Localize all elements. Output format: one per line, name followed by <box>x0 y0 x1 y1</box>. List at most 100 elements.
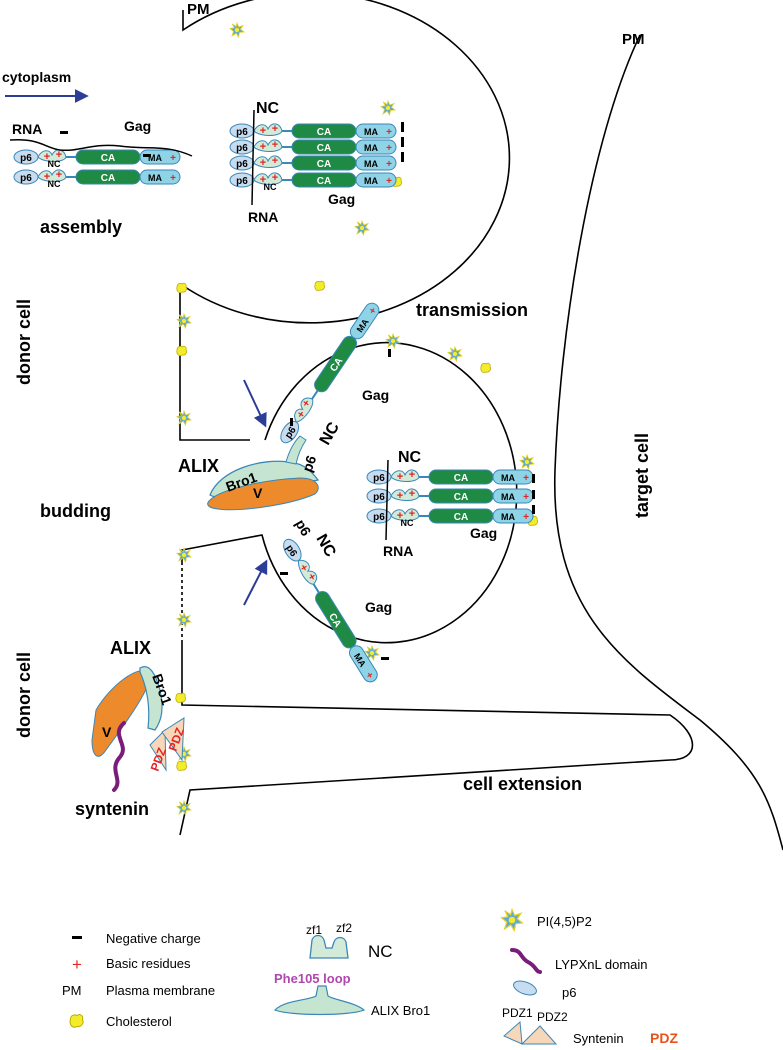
nc-label-bud-top: NC <box>317 419 343 448</box>
rna-label-top: RNA <box>248 209 278 225</box>
pdz-domain-1 <box>149 728 167 772</box>
cholesterol-icon <box>314 280 325 291</box>
basic-residue-icon: + <box>386 127 392 138</box>
legend-nc-icon <box>309 934 349 959</box>
basic-residue-icon: + <box>409 488 415 500</box>
alix-bro1-linker <box>285 435 307 465</box>
basic-residue-icon: + <box>170 153 176 164</box>
nc-domain <box>390 469 420 482</box>
pip2-icon <box>176 612 192 628</box>
nc-domain <box>390 508 420 521</box>
alix-extension <box>91 666 185 792</box>
ca-label: CA <box>454 512 468 523</box>
pip2-icon <box>229 22 245 38</box>
basic-residue-icon: + <box>272 139 278 151</box>
pdz-domain-2 <box>161 717 185 762</box>
legend-syntenin-text: Syntenin <box>573 1031 624 1046</box>
basic-residue-icon: + <box>386 143 392 154</box>
rna-strand-top <box>251 109 255 206</box>
ma-domain <box>139 149 181 165</box>
basic-residue-icon: + <box>44 171 50 183</box>
basic-residue-icon: + <box>56 149 62 161</box>
v-label-1: V <box>253 485 263 501</box>
basic-residue-icon: + <box>409 469 415 481</box>
pip2-icon <box>380 100 396 116</box>
basic-residue-icon: + <box>523 492 529 503</box>
gag-label-assembly: Gag <box>124 118 151 134</box>
legend-cholesterol-icon <box>69 1014 84 1028</box>
linker <box>311 390 319 400</box>
ma-label: MA <box>148 153 162 163</box>
legend-pdz1: PDZ1 <box>502 1006 533 1020</box>
ma-domain <box>348 645 378 683</box>
nc-label-bud-bottom: NC <box>313 532 339 561</box>
alix-v-domain <box>207 477 319 511</box>
legend-p6-text: p6 <box>562 985 576 1000</box>
legend-phe105: Phe105 loop <box>274 971 351 986</box>
alix-label-2: ALIX <box>110 638 151 658</box>
basic-residue-icon: + <box>367 305 379 316</box>
alix-bro1-domain-2 <box>139 666 163 731</box>
basic-residue-icon: + <box>305 571 319 583</box>
nc-domain <box>37 169 67 182</box>
p6-label: p6 <box>20 153 32 164</box>
p6-label: p6 <box>236 176 248 187</box>
ma-label: MA <box>148 173 162 183</box>
rna-label-assembly: RNA <box>12 121 42 137</box>
pip2-icon <box>176 410 192 426</box>
nc-label-middle: NC <box>398 449 422 466</box>
ma-domain <box>355 139 397 155</box>
ca-label: CA <box>454 473 468 484</box>
cell-extension-label: cell extension <box>463 774 582 794</box>
alix-budding <box>207 435 320 511</box>
legend-cholesterol-text: Cholesterol <box>106 1014 172 1029</box>
nc-domain <box>390 488 420 501</box>
p6-label: p6 <box>373 473 385 484</box>
pip2-icon <box>176 547 192 563</box>
cholesterol-icon <box>175 692 186 703</box>
legend-pm-text: Plasma membrane <box>106 983 215 998</box>
nc-domain <box>294 397 314 423</box>
ca-label: CA <box>101 153 115 164</box>
legend-bro1-icon <box>273 985 366 1016</box>
basic-residue-icon: + <box>397 471 403 483</box>
basic-residue-icon: + <box>272 123 278 135</box>
basic-residue-icon: + <box>260 157 266 169</box>
pip2-icon <box>176 800 192 816</box>
ma-label: MA <box>364 127 378 137</box>
pip2-icon <box>447 346 463 362</box>
budding-arrow-bottom <box>243 559 268 606</box>
legend-negative-icon <box>72 936 82 939</box>
budding-arrow-top <box>243 379 267 428</box>
legend-plus-icon: + <box>72 955 82 974</box>
p6-label: p6 <box>283 543 299 559</box>
ma-domain <box>355 155 397 171</box>
ca-label: CA <box>317 143 331 154</box>
p6-label-bud-bottom: p6 <box>292 517 314 539</box>
assembly-label: assembly <box>40 217 122 237</box>
donor-cell-label-2: donor cell <box>14 652 34 738</box>
ma-domain <box>349 302 380 340</box>
basic-residue-icon: + <box>272 155 278 167</box>
legend-negative-text: Negative charge <box>106 931 201 946</box>
gag-label-bud-top: Gag <box>362 387 389 403</box>
p6-label: p6 <box>236 159 248 170</box>
nc-label-top: NC <box>256 100 280 117</box>
p6-label-alix: p6 <box>299 453 320 474</box>
ca-label: CA <box>454 492 468 503</box>
p6-label: p6 <box>373 492 385 503</box>
linker <box>312 583 320 594</box>
legend-nc-text: NC <box>368 942 393 961</box>
p6-label: p6 <box>236 127 248 138</box>
ma-label: MA <box>364 159 378 169</box>
ma-label: MA <box>501 473 515 483</box>
ma-domain <box>355 123 397 139</box>
